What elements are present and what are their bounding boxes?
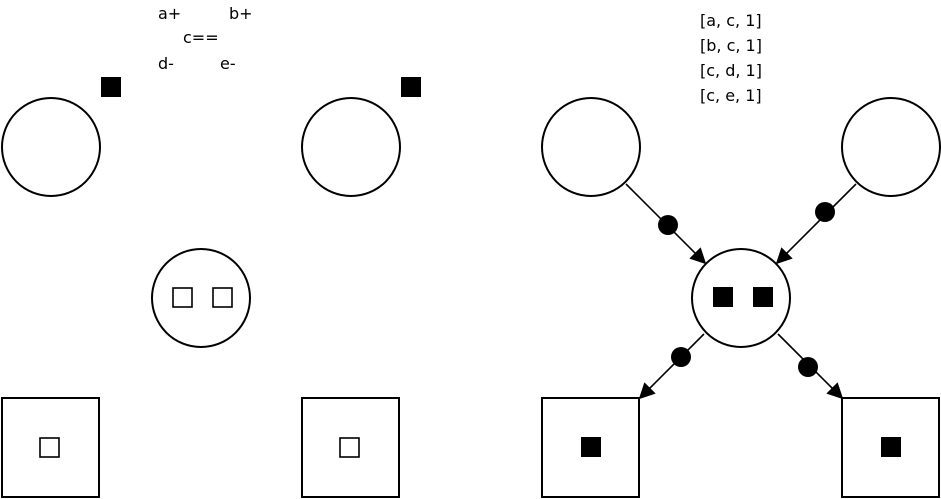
edge-token-b-to-c: [815, 202, 835, 222]
match-row-3: [c, d, 1]: [700, 61, 762, 80]
left-top-left-circle: [1, 97, 101, 197]
left-center-circle: [151, 248, 251, 348]
edge-token-c-to-d: [671, 347, 691, 367]
right-bottom-right-black-token: [881, 437, 901, 457]
rule-d-minus: d-: [158, 54, 174, 73]
right-panel: [a, c, 1] [b, c, 1] [c, d, 1] [c, e, 1]: [541, 11, 941, 498]
rule-a-plus: a+: [158, 4, 181, 23]
edge-token-a-to-c: [658, 215, 678, 235]
right-center-circle: [691, 248, 791, 348]
match-row-1: [a, c, 1]: [700, 11, 762, 30]
edge-token-c-to-e: [798, 357, 818, 377]
left-center-white-token-1: [172, 287, 193, 308]
right-top-left-circle: [541, 97, 641, 197]
right-bottom-left-black-token: [581, 437, 601, 457]
left-top-right-black-token: [401, 77, 421, 97]
rule-b-plus: b+: [229, 4, 253, 23]
match-row-2: [b, c, 1]: [700, 36, 762, 55]
edge-b-to-c: [775, 183, 857, 265]
right-top-right-circle: [841, 97, 941, 197]
rule-e-minus: e-: [220, 54, 236, 73]
left-bottom-left-white-token: [39, 437, 60, 458]
left-bottom-right-white-token: [339, 437, 360, 458]
edge-c-to-d: [638, 333, 705, 400]
right-center-black-token-2: [753, 287, 773, 307]
left-panel: a+ b+ c== d- e-: [1, 4, 421, 498]
rule-c-equals: c==: [183, 28, 219, 47]
right-center-black-token-1: [713, 287, 733, 307]
match-row-4: [c, e, 1]: [700, 86, 762, 105]
left-top-right-circle: [301, 97, 401, 197]
left-center-white-token-2: [212, 287, 233, 308]
left-top-left-black-token: [101, 77, 121, 97]
